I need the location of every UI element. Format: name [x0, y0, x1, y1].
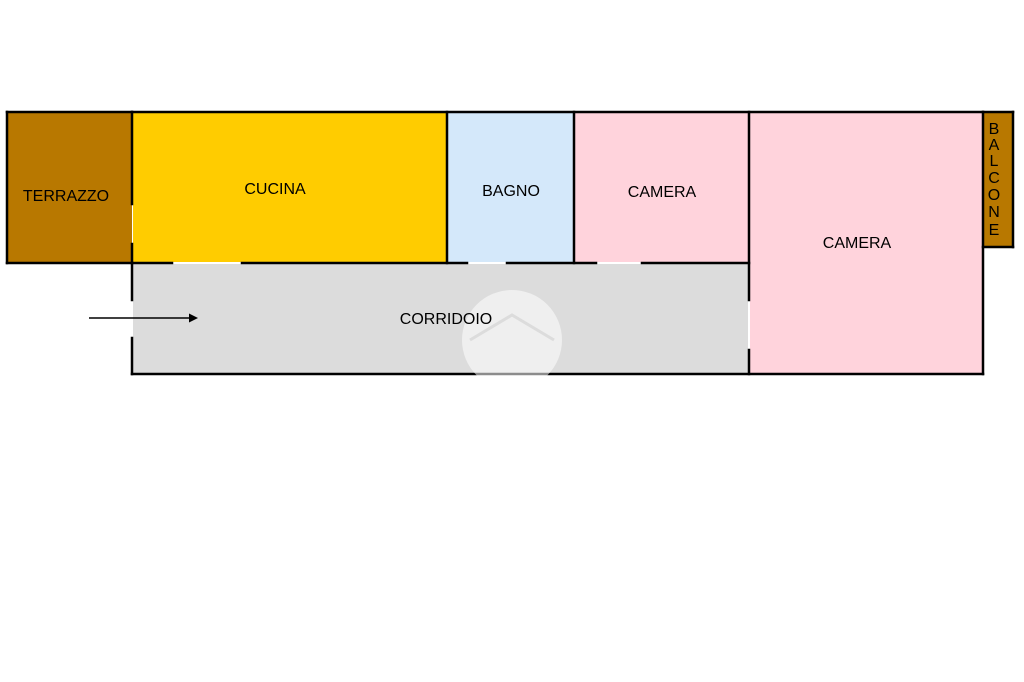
- room-camera-1: [575, 113, 749, 262]
- balcone-letter: O: [988, 187, 1000, 204]
- room-terrazzo: [8, 113, 132, 262]
- room-bagno: [448, 113, 573, 262]
- balcone-letter: C: [988, 170, 1000, 187]
- label-bagno: BAGNO: [482, 183, 540, 200]
- balcone-letter: A: [989, 137, 1000, 154]
- balcone-letter: E: [989, 222, 1000, 239]
- balcone-letter: B: [989, 121, 1000, 138]
- room-cucina: [133, 113, 446, 262]
- label-balcone: B A L C O N E: [988, 121, 1000, 239]
- room-camera-2: [750, 113, 982, 373]
- label-camera-1: CAMERA: [628, 184, 697, 201]
- entrance-arrow-icon: [89, 313, 198, 323]
- room-balcone: [984, 113, 1013, 247]
- balcone-letter: N: [988, 204, 1000, 221]
- walls: [5, 110, 1015, 376]
- balcone-letter: L: [990, 153, 999, 170]
- label-corridoio: CORRIDOIO: [400, 311, 492, 328]
- room-corridoio: [133, 264, 748, 373]
- label-terrazzo: TERRAZZO: [23, 188, 109, 205]
- house-watermark-icon: [462, 290, 562, 390]
- label-cucina: CUCINA: [244, 181, 306, 198]
- label-camera-2: CAMERA: [823, 235, 892, 252]
